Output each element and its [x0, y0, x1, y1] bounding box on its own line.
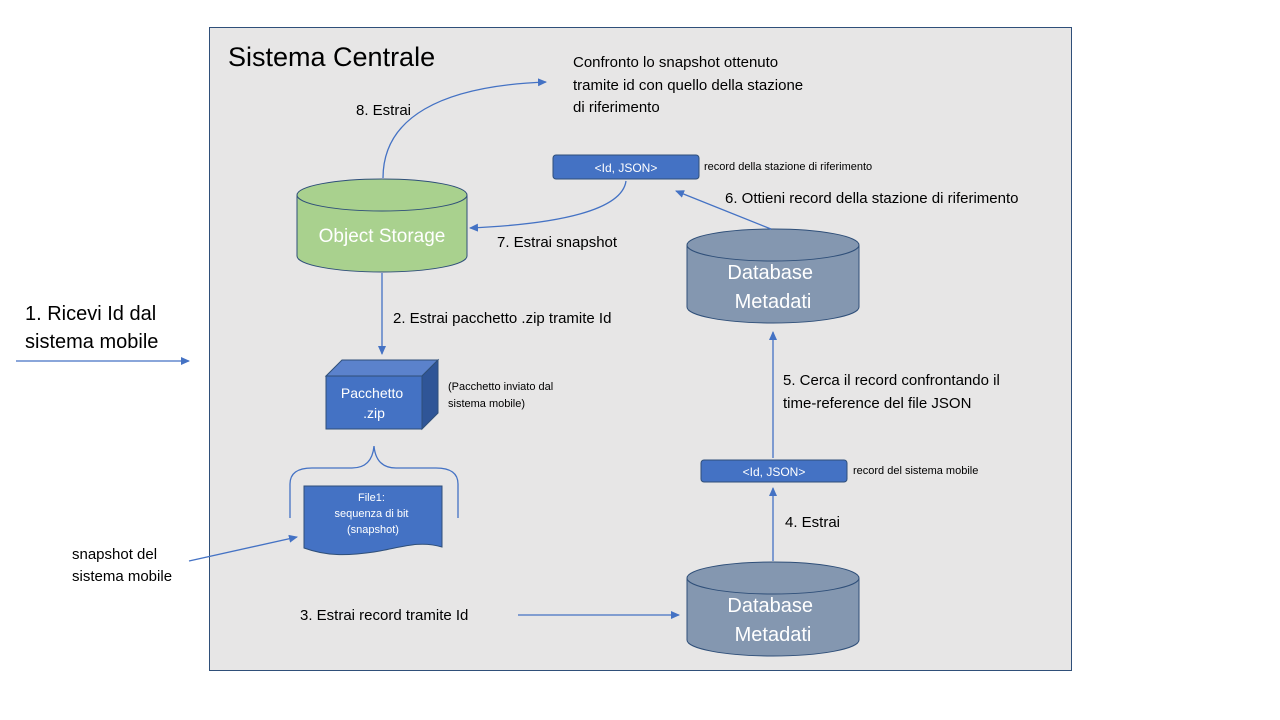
- compare-note-line-3: di riferimento: [573, 99, 660, 116]
- record-mobile-note: record del sistema mobile: [853, 465, 978, 477]
- step-2-label: 2. Estrai pacchetto .zip tramite Id: [393, 310, 611, 327]
- db-top-line-1: Database: [727, 262, 813, 284]
- file1-label: File1: sequenza di bit (snapshot): [334, 492, 411, 536]
- db-bottom-label: Database Metadati: [727, 595, 818, 646]
- db-top-line-2: Metadati: [735, 291, 812, 313]
- package-line-1: Pacchetto: [341, 385, 403, 401]
- snapshot-label: snapshot del sistema mobile: [72, 546, 172, 585]
- arrow-step-6: [675, 190, 772, 230]
- snapshot-pointer-arrow: [188, 534, 298, 562]
- database-metadati-top: Database Metadati: [686, 228, 860, 324]
- package-line-2: .zip: [363, 405, 385, 421]
- package-note: (Pacchetto inviato dal sistema mobile): [448, 381, 556, 410]
- object-storage-label: Object Storage: [319, 226, 446, 247]
- compare-note: Confronto lo snapshot ottenuto tramite i…: [573, 54, 807, 116]
- db-bottom-line-1: Database: [727, 595, 813, 617]
- frame-title: Sistema Centrale: [228, 42, 435, 72]
- compare-note-line-2: tramite id con quello della stazione: [573, 77, 803, 94]
- step-5-line-2: time-reference del file JSON: [783, 395, 971, 412]
- snapshot-label-line-2: sistema mobile: [72, 568, 172, 585]
- step-6-label: 6. Ottieni record della stazione di rife…: [725, 190, 1018, 207]
- snapshot-label-line-1: snapshot del: [72, 546, 157, 563]
- package-zip-cube: Pacchetto .zip: [324, 358, 440, 431]
- record-ref-note: record della stazione di riferimento: [704, 161, 872, 173]
- db-bottom-line-2: Metadati: [735, 624, 812, 646]
- package-note-line-2: sistema mobile): [448, 398, 525, 410]
- step-7-label: 7. Estrai snapshot: [497, 234, 618, 251]
- compare-note-line-1: Confronto lo snapshot ottenuto: [573, 54, 778, 71]
- package-note-line-1: (Pacchetto inviato dal: [448, 381, 553, 393]
- step-8-label: 8. Estrai: [356, 102, 411, 119]
- step-5-label: 5. Cerca il record confrontando il time-…: [783, 372, 1004, 412]
- step-3-label: 3. Estrai record tramite Id: [300, 607, 468, 624]
- sistema-centrale-frame: [209, 27, 1072, 671]
- step-4-label: 4. Estrai: [785, 514, 840, 531]
- db-top-label: Database Metadati: [727, 262, 818, 313]
- step-1-line-2: sistema mobile: [25, 331, 158, 353]
- record-reference-box: <Id, JSON>: [552, 154, 700, 180]
- package-contents-brace: [289, 445, 459, 518]
- file1-line-2: sequenza di bit: [334, 508, 408, 520]
- arrow-step-8: [382, 78, 547, 179]
- database-metadati-bottom: Database Metadati: [686, 561, 860, 657]
- arrow-step-7: [469, 180, 627, 232]
- step-1-label: 1. Ricevi Id dal sistema mobile: [25, 303, 162, 353]
- package-label: Pacchetto .zip: [341, 385, 407, 421]
- record-mobile-text: <Id, JSON>: [743, 465, 806, 479]
- object-storage-cylinder: Object Storage: [296, 178, 468, 273]
- step-1-line-1: 1. Ricevi Id dal: [25, 303, 156, 325]
- file1-line-1: File1:: [358, 492, 385, 504]
- record-mobile-box: <Id, JSON>: [700, 459, 848, 483]
- file1-line-3: (snapshot): [347, 524, 399, 536]
- step-5-line-1: 5. Cerca il record confrontando il: [783, 372, 1000, 389]
- record-ref-text: <Id, JSON>: [595, 161, 658, 175]
- file1-document: File1: sequenza di bit (snapshot): [303, 485, 443, 556]
